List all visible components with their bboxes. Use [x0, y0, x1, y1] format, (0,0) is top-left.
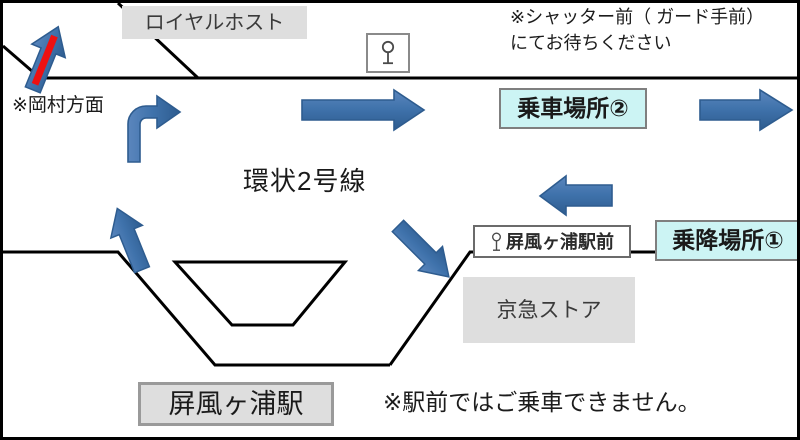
- road-inner-island: [171, 260, 349, 327]
- arrow-up-left-lower: [109, 207, 151, 274]
- arrow-down-right-lower: [391, 219, 450, 278]
- bus-stop-sign-icon-box: [366, 33, 410, 73]
- boarding-point-2-box: 乗車場所②: [499, 88, 647, 129]
- station-name-plate: 屏風ヶ浦駅: [138, 382, 334, 426]
- arrow-left-mid: [538, 174, 613, 217]
- arrow-red-stripe: [31, 34, 58, 86]
- road-lower-left: [3, 250, 390, 367]
- okamura-direction-label: ※岡村方面: [12, 95, 104, 116]
- poi-royal-host-label: ロイヤルホスト: [144, 11, 285, 34]
- ring-road-label: 環状2号線: [243, 166, 367, 196]
- arrow-right-upper-far: [699, 88, 794, 132]
- poi-keikyu-store-label: 京急ストア: [496, 298, 602, 322]
- shutter-note: ※シャッター前（ ガード手前） にてお待ちください: [510, 8, 764, 52]
- arrow-up-okamura: [24, 25, 67, 94]
- boarding-point-1-box: 乗降場所①: [655, 220, 800, 261]
- bus-stop-pin-icon: [492, 232, 501, 251]
- no-boarding-note: ※駅前ではご乗車できません。: [383, 389, 701, 415]
- bus-stop-name-box: 屏風ヶ浦駅前: [473, 225, 631, 258]
- poi-royal-host: ロイヤルホスト: [122, 6, 307, 39]
- poi-keikyu-store: 京急ストア: [463, 277, 635, 343]
- arrow-turn-up-right: [127, 94, 182, 163]
- shutter-note-line2: にてお待ちください: [510, 33, 672, 53]
- arrow-right-upper-mid: [301, 88, 426, 132]
- boarding-point-1-label: 乗降場所①: [672, 227, 784, 253]
- bus-stop-sign-icon: [381, 40, 395, 65]
- bus-stop-name-label: 屏風ヶ浦駅前: [506, 231, 614, 252]
- boarding-point-2-label: 乗車場所②: [517, 95, 629, 121]
- shutter-note-line1: ※シャッター前（ ガード手前）: [510, 7, 765, 27]
- station-name-label: 屏風ヶ浦駅: [168, 388, 304, 419]
